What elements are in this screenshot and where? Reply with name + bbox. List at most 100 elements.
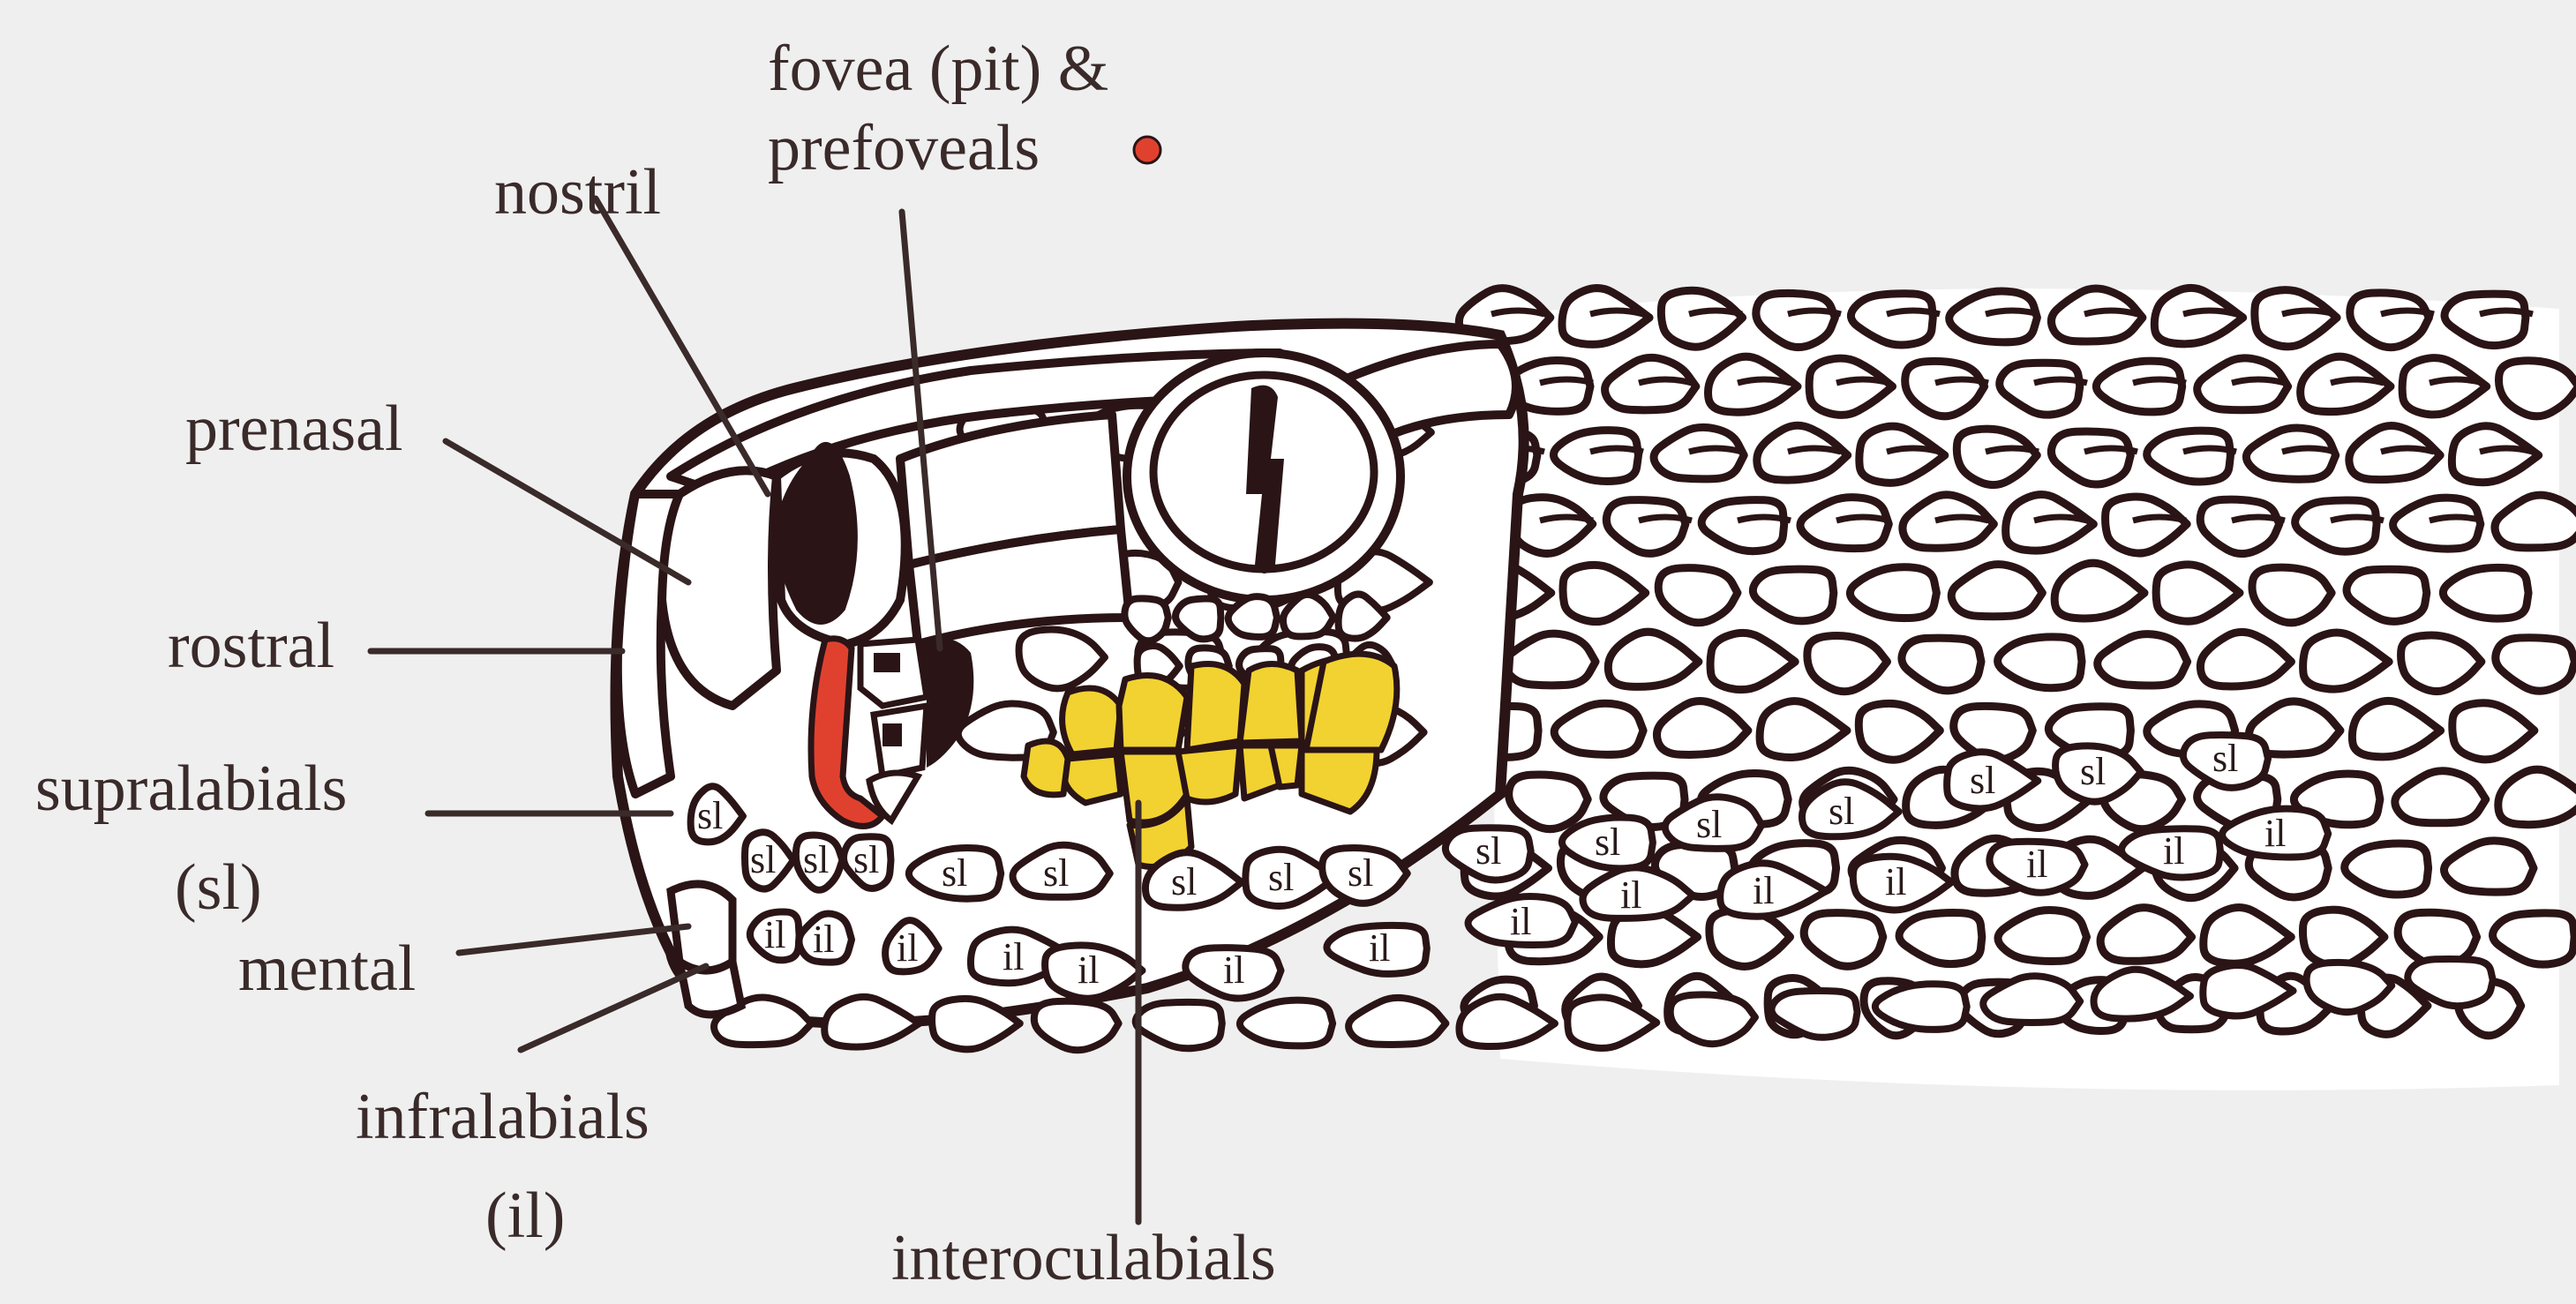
label-supralabials-line1: supralabials (35, 753, 347, 825)
body-scale (1905, 361, 1985, 416)
scale-label-sl: sl (1696, 803, 1722, 846)
scale-label-sl: sl (1829, 790, 1854, 833)
scale-label-sl: sl (750, 838, 776, 881)
scale-keel (2430, 379, 2482, 383)
scale-label-il: il (1223, 948, 1244, 992)
scale-keel (1590, 311, 1643, 314)
label-rostral: rostral (168, 610, 334, 682)
scale-keel (1540, 517, 1593, 521)
scale-keel (1738, 379, 1791, 383)
subocular-scale (1283, 595, 1333, 637)
scale-keel (2480, 311, 2533, 314)
scale-keel (1639, 379, 1692, 383)
scale-keel (1639, 517, 1692, 521)
dorsal-scales (1455, 288, 2576, 1035)
scale-label-sl: sl (803, 838, 829, 881)
scale-keel (1935, 379, 1988, 383)
scale-label-il: il (1003, 935, 1024, 978)
label-supralabials-line2: (sl) (175, 851, 262, 924)
scale-label-il: il (2163, 829, 2184, 873)
scale-keel (2133, 379, 2186, 383)
scale-keel (2232, 517, 2285, 521)
gular-scale (1348, 998, 1446, 1045)
scale-label-sl: sl (697, 794, 723, 837)
scale-label-sl: sl (1970, 759, 1995, 802)
scale-label-sl: sl (942, 851, 967, 895)
scale-label-il: il (1078, 948, 1099, 992)
scale-keel (2232, 379, 2285, 383)
scale-keel (1590, 448, 1643, 452)
scale-label-il: il (1753, 869, 1774, 912)
body-scale (2096, 361, 2182, 412)
scale-keel (1788, 311, 1841, 314)
scale-label-sl: sl (1476, 829, 1501, 873)
body-scale (2499, 361, 2576, 416)
label-infralabials-line1: infralabials (356, 1081, 650, 1153)
prefoveal-legend-dot (1134, 137, 1160, 163)
body-scale (1658, 568, 1738, 623)
scale-label-sl: sl (1595, 821, 1620, 864)
scale-keel (2282, 448, 2335, 452)
scale-keel (1935, 517, 1988, 521)
scale-keel (2084, 448, 2137, 452)
scale-keel (1986, 448, 2039, 452)
scale-keel (2381, 448, 2434, 452)
body-scale (1850, 567, 1936, 618)
scale-label-sl: sl (1171, 860, 1197, 903)
scale-keel (1738, 517, 1791, 521)
scale-keel (2331, 517, 2384, 521)
label-fovea-line1: fovea (pit) & (768, 33, 1108, 105)
label-fovea-line2: prefoveals (768, 112, 1040, 184)
scale-keel (1491, 311, 1544, 314)
scale-keel (2183, 448, 2236, 452)
scale-label-sl: sl (2080, 750, 2106, 793)
scale-keel (1887, 448, 1940, 452)
scale-label-il: il (764, 913, 785, 956)
gular-scale (1875, 984, 1967, 1030)
scale-keel (1689, 448, 1742, 452)
label-prenasal: prenasal (185, 393, 403, 465)
gular-scale (1240, 1000, 1333, 1046)
body-scale (2443, 567, 2528, 618)
scale-keel (2183, 311, 2236, 314)
scale-keel (1788, 448, 1841, 452)
gular-scale (1136, 1002, 1222, 1048)
scale-keel (1540, 379, 1593, 383)
body-scale (1553, 431, 1638, 482)
scale-label-sl: sl (2212, 737, 2238, 780)
scale-keel (2133, 517, 2186, 521)
scale-label-il: il (813, 918, 834, 961)
scale-label-sl: sl (1348, 851, 1373, 895)
subocular-scale (1228, 596, 1277, 637)
eye (1127, 353, 1401, 600)
scale-label-il: il (1369, 926, 1390, 970)
scale-keel (1689, 311, 1742, 314)
scale-label-il: il (1620, 873, 1641, 917)
label-interoculabials: interoculabials (891, 1222, 1276, 1294)
gular-scale (1671, 994, 1755, 1044)
label-mental: mental (238, 933, 416, 1005)
scale-keel (2331, 379, 2384, 383)
scale-label-sl: sl (1268, 856, 1294, 899)
label-infralabials-line2: (il) (485, 1180, 565, 1252)
scale-keel (2480, 448, 2533, 452)
prenasal-scale (662, 470, 777, 706)
scale-label-il: il (2264, 812, 2286, 855)
scale-label-il: il (2026, 843, 2047, 886)
gular-scale (1034, 1001, 1119, 1050)
scale-label-il: il (1885, 860, 1906, 903)
scale-keel (2034, 517, 2087, 521)
scale-keel (1836, 379, 1889, 383)
mental-scales (671, 884, 741, 1015)
scale-keel (2034, 379, 2087, 383)
label-nostril: nostril (494, 156, 661, 229)
scale-keel (2430, 517, 2482, 521)
scale-label-il: il (1510, 900, 1531, 943)
scale-keel (1836, 517, 1889, 521)
scale-keel (1986, 311, 2039, 314)
scale-label-sl: sl (853, 838, 879, 881)
body-scale (2498, 769, 2576, 824)
scale-keel (2084, 311, 2137, 314)
scale-keel (1887, 311, 1940, 314)
